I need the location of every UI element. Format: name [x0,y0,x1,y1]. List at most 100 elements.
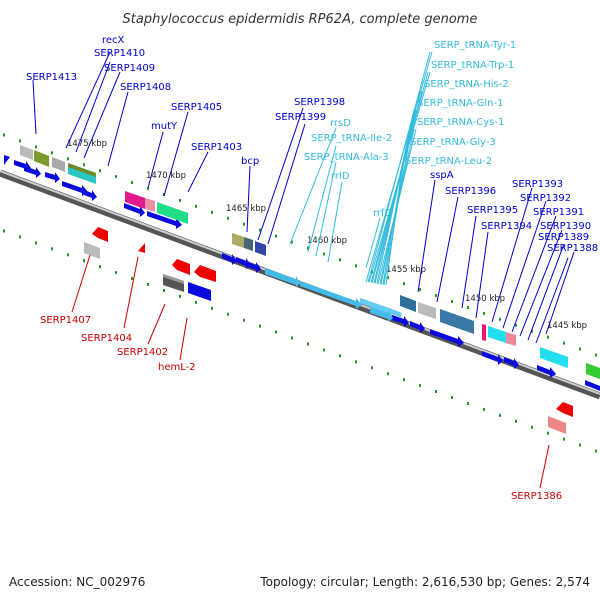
gene-arrow-reverse[interactable] [194,265,216,282]
gene-block-reverse[interactable] [163,274,184,284]
trna-label[interactable]: SERP_tRNA-Trp-1 [431,60,514,71]
gene-arrow-reverse[interactable] [92,227,108,242]
gene-arrow[interactable] [248,262,261,273]
gene-label[interactable]: SERP1409 [104,63,155,74]
rrna-label[interactable]: rrfD [373,208,393,219]
gene-arrow[interactable] [62,181,88,196]
rrsD-feature[interactable] [265,268,300,288]
gene-label[interactable]: bcp [241,156,259,167]
gene-block[interactable] [125,191,145,209]
label-leader-lines [32,51,575,489]
gene-block[interactable] [482,324,486,341]
gene-arrow[interactable] [430,329,464,347]
gene-label[interactable]: SERP1390 [540,221,591,232]
gene-block[interactable] [540,347,568,368]
trna-label[interactable]: SERP_tRNA-Ala-3 [304,152,389,163]
gene-arrow[interactable] [504,357,519,369]
gene-block-reverse[interactable] [188,282,211,301]
gene-block[interactable] [34,150,49,167]
gene-block[interactable] [400,295,416,312]
gene-block-reverse[interactable] [84,242,100,259]
gene-label[interactable]: SERP1389 [538,232,589,243]
gene-label[interactable]: SERP1392 [520,193,571,204]
gene-label[interactable]: SERP1407 [40,315,91,326]
gene-block[interactable] [20,145,33,160]
gene-label[interactable]: SERP1413 [26,72,77,83]
outer-tick-track [3,133,597,357]
trna-label[interactable]: SERP_tRNA-His-2 [424,79,509,90]
trna-leader-line [373,90,421,284]
gene-arrow[interactable] [585,380,600,391]
trna-label[interactable]: SERP_tRNA-Gln-1 [417,98,503,109]
gene-label[interactable]: SERP1391 [533,207,584,218]
gene-label[interactable]: SERP1408 [120,82,171,93]
gene-block[interactable] [255,241,266,256]
gene-arrow[interactable] [84,190,97,201]
gene-arrow[interactable] [4,155,10,165]
gene-arrow[interactable] [392,315,409,327]
gene-arrow-reverse[interactable] [138,243,145,253]
gene-arrow[interactable] [222,253,237,265]
rrna-label[interactable]: rrlD [331,171,350,182]
gene-label[interactable]: mutY [151,121,178,132]
gene-block[interactable] [232,233,244,248]
forward-strand-features[interactable] [4,155,600,391]
gene-arrow[interactable] [45,172,60,183]
gene-arrow[interactable] [410,321,425,333]
gene-label[interactable]: SERP1410 [94,48,145,59]
trna-label[interactable]: SERP_tRNA-Cys-1 [417,117,504,128]
rna-features[interactable] [265,268,402,322]
gene-label[interactable]: recX [102,35,125,46]
gene-block[interactable] [586,363,600,379]
forward-strand-blocks[interactable] [20,145,600,379]
gene-label[interactable]: SERP1404 [81,333,132,344]
gene-label[interactable]: SERP1402 [117,347,168,358]
gene-label[interactable]: SERP1394 [481,221,532,232]
gene-block[interactable] [440,309,474,334]
gene-arrow[interactable] [124,203,145,217]
gene-label[interactable]: SERP1405 [171,102,222,113]
trna-leader-line [376,109,415,284]
gene-block[interactable] [418,302,436,319]
gene-arrow[interactable] [537,365,556,378]
trna-label[interactable]: SERP_tRNA-Tyr-1 [434,40,516,51]
gene-arrow[interactable] [147,211,182,229]
rrfD-feature[interactable] [370,307,393,322]
gene-block[interactable] [52,157,65,172]
gene-label[interactable]: sspA [430,170,454,181]
gene-block-reverse[interactable] [548,416,566,434]
reverse-strand-features[interactable] [84,227,573,434]
trna-label[interactable]: SERP_tRNA-Leu-2 [405,156,492,167]
gene-label[interactable]: hemL-2 [158,362,196,373]
gene-block[interactable] [145,198,155,212]
gene-block[interactable] [488,326,506,343]
gene-label[interactable]: SERP1403 [191,142,242,153]
position-labels: 1475 kbp 1470 kbp 1465 kbp 1460 kbp 1455… [67,139,587,331]
position-label: 1470 kbp [146,171,186,181]
gene-block[interactable] [244,237,253,251]
rrlD-feature[interactable] [300,281,362,309]
trna-label[interactable]: SERP_tRNA-Ile-2 [311,133,392,144]
gene-arrow[interactable] [236,257,251,269]
rrna-label[interactable]: rrsD [330,118,351,129]
gene-label[interactable]: SERP1398 [294,97,345,108]
gene-arrow-reverse[interactable] [172,259,190,275]
position-label: 1465 kbp [226,204,266,214]
gene-arrow[interactable] [482,351,503,365]
reverse-gene-labels: SERP1407 SERP1404 SERP1402 hemL-2 SERP13… [40,315,562,502]
gene-block[interactable] [68,163,96,177]
trna-label[interactable]: SERP_tRNA-Gly-3 [410,137,496,148]
gene-label[interactable]: SERP1386 [511,491,562,502]
trna-arrow[interactable] [375,303,402,318]
gene-label[interactable]: SERP1399 [275,112,326,123]
gene-label[interactable]: SERP1388 [547,243,598,254]
position-label: 1450 kbp [465,294,505,304]
gene-arrow-reverse[interactable] [556,402,573,417]
gene-label[interactable]: SERP1393 [512,179,563,190]
position-label: 1475 kbp [67,139,107,149]
gene-label[interactable]: SERP1395 [467,205,518,216]
gene-block[interactable] [506,332,516,346]
gene-arrow[interactable] [24,166,41,178]
gene-label[interactable]: SERP1396 [445,186,496,197]
gene-block[interactable] [157,202,188,224]
